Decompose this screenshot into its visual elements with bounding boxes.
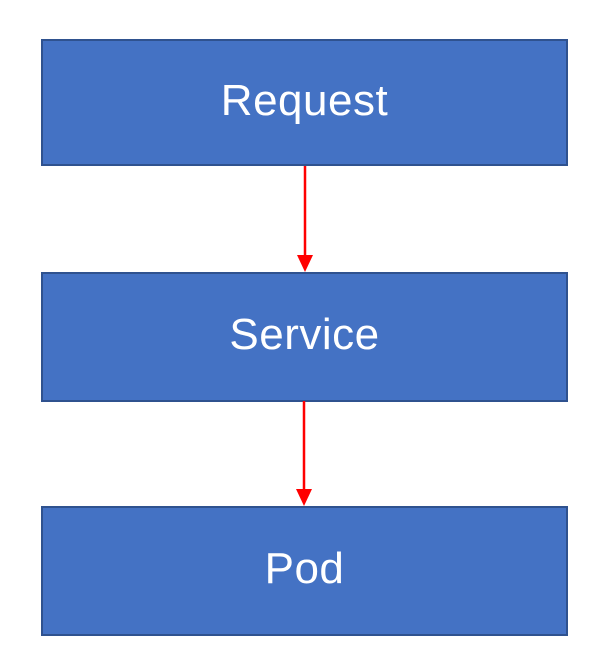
node-pod-label: Pod — [264, 544, 345, 593]
node-request: Request — [41, 39, 568, 166]
node-service-label: Service — [229, 310, 380, 359]
arrow-head — [297, 255, 313, 272]
node-service: Service — [41, 272, 568, 402]
node-request-label: Request — [220, 75, 389, 125]
node-pod: Pod — [41, 506, 568, 636]
arrow-request-to-service-icon — [297, 166, 313, 272]
arrow-head — [296, 489, 312, 506]
arrow-service-to-pod-icon — [296, 401, 312, 506]
